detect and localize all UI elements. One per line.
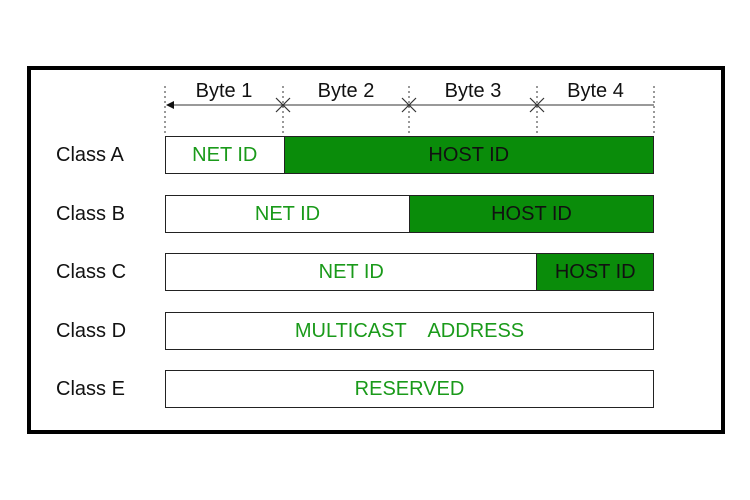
address-class-bar: MULTICAST ADDRESS [165,312,654,350]
net-id-segment: NET ID [166,137,284,173]
byte-label: Byte 1 [195,80,253,102]
address-class-bar: RESERVED [165,370,654,408]
byte-label: Byte 4 [567,80,624,102]
class-label: Class D [56,320,127,342]
class-label: Class B [56,203,125,225]
net-id-segment: MULTICAST ADDRESS [166,313,653,349]
arrow-left-icon [166,101,174,109]
diagram-frame [27,66,725,434]
class-label: Class A [56,144,124,166]
byte-label: Byte 3 [444,80,502,102]
host-id-segment: HOST ID [283,137,653,173]
byte-label: Byte 2 [317,80,375,102]
net-id-segment: RESERVED [166,371,653,407]
class-label: Class E [56,378,125,400]
class-label: Class C [56,261,127,283]
host-id-segment: HOST ID [536,254,653,290]
net-id-segment: NET ID [166,254,537,290]
host-id-segment: HOST ID [409,196,653,232]
net-id-segment: NET ID [166,196,409,232]
